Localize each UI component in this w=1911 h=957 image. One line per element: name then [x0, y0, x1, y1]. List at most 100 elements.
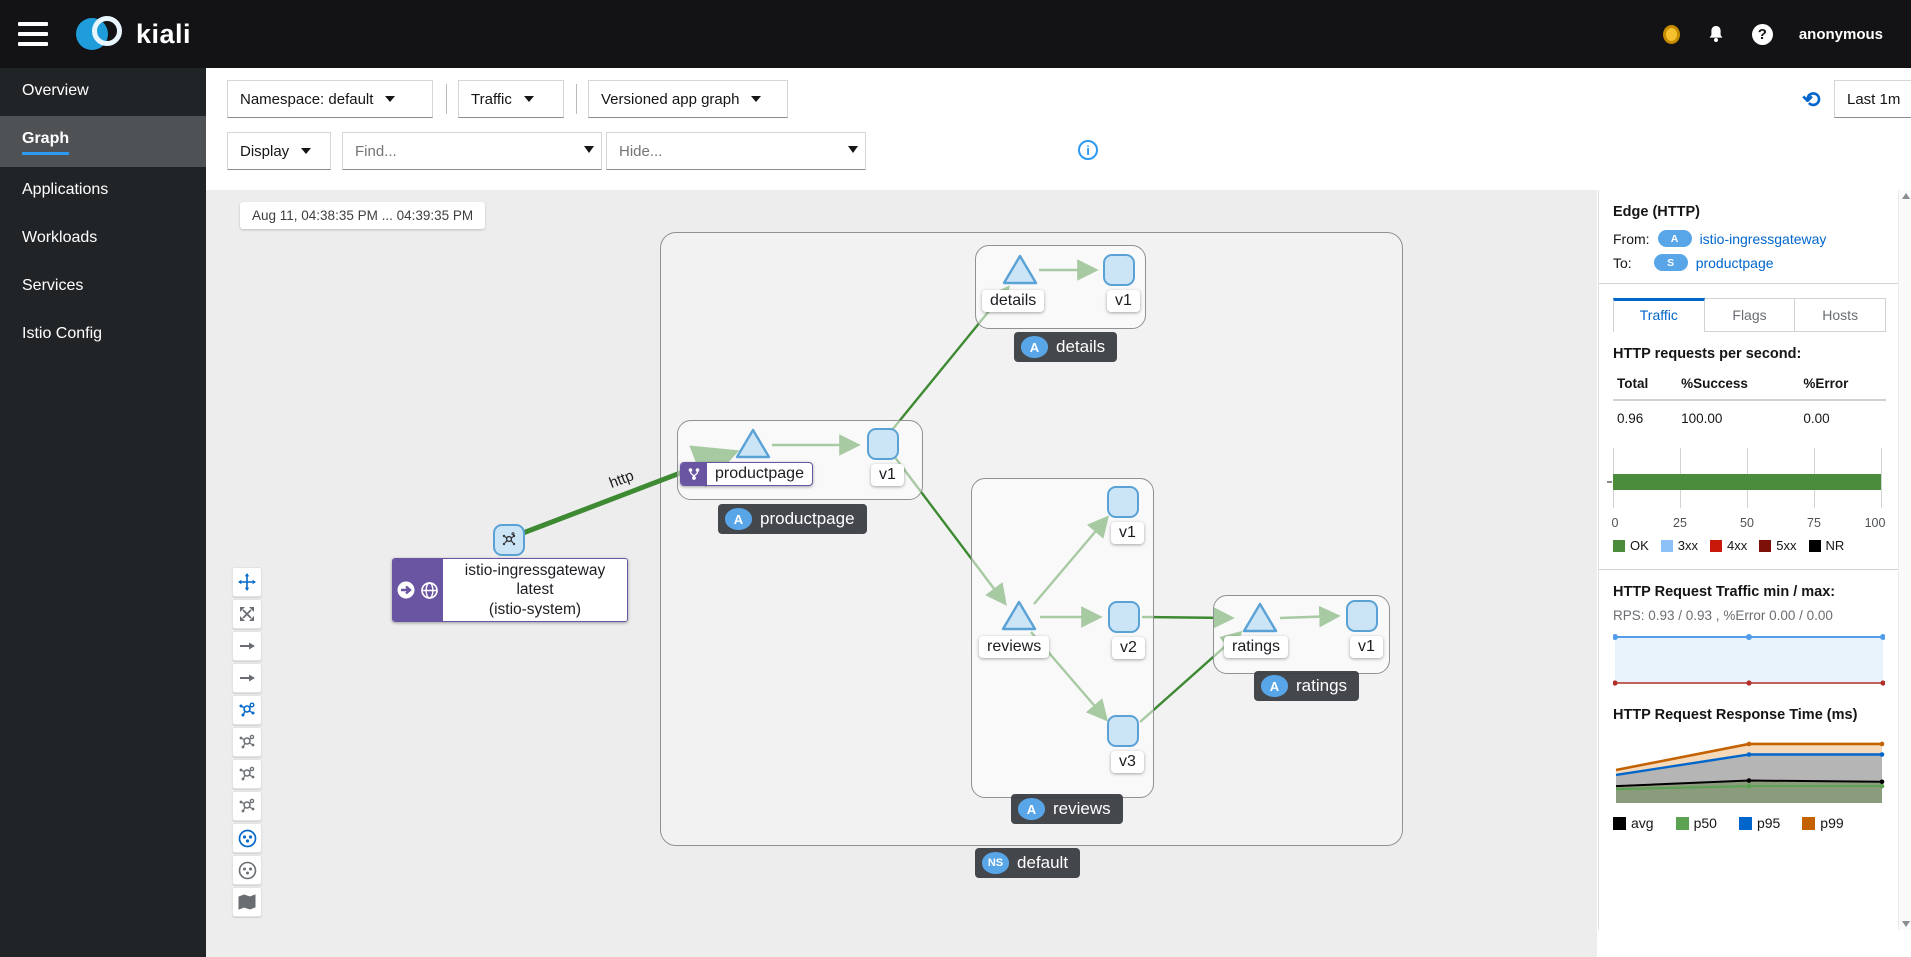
layout-grid-button[interactable]	[232, 727, 262, 757]
brand-name: kiali	[136, 18, 192, 49]
node-productpage-app[interactable]	[733, 426, 773, 462]
root-node-icon	[397, 581, 415, 599]
traffic-dropdown[interactable]: Traffic	[458, 80, 564, 118]
duration-dropdown[interactable]: Last 1m	[1834, 80, 1911, 118]
badge-reviews[interactable]: A reviews	[1011, 794, 1123, 824]
scroll-down-icon[interactable]	[1902, 921, 1910, 927]
chevron-down-icon	[385, 96, 396, 102]
sidebar-item-applications[interactable]: Applications	[22, 181, 109, 198]
app-badge-icon: A	[1657, 230, 1692, 247]
namespace-layout-a-button[interactable]	[232, 823, 262, 853]
label-istio-ingressgateway[interactable]: istio-ingressgateway latest (istio-syste…	[392, 558, 628, 622]
namespace-dropdown[interactable]: Namespace: default	[227, 80, 433, 118]
layout-concentric-button[interactable]	[232, 759, 262, 789]
zoom-fit-button[interactable]	[232, 599, 262, 629]
panel-title: Edge (HTTP)	[1613, 204, 1700, 220]
node-details-app[interactable]	[1000, 252, 1040, 288]
node-reviews-v3[interactable]	[1107, 715, 1139, 747]
node-productpage-v1[interactable]	[867, 428, 899, 460]
kiali-brand[interactable]: kiali	[76, 14, 191, 54]
label-reviews: reviews	[979, 636, 1050, 658]
rps-bar-chart: 0 25 50 75 100	[1607, 442, 1885, 534]
hamburger-menu-icon[interactable]	[18, 22, 48, 46]
table-row: 0.96 100.00 0.00	[1617, 411, 1830, 426]
graph-mini-toolbar	[232, 567, 262, 917]
namespace-layout-b-button[interactable]	[232, 855, 262, 885]
panel-tabs: Traffic Flags Hosts	[1613, 298, 1887, 332]
scroll-up-icon[interactable]	[1902, 193, 1910, 199]
response-time-chart	[1615, 741, 1885, 803]
from-label: From:	[1613, 230, 1650, 247]
node-ratings-app[interactable]	[1240, 600, 1280, 636]
tab-traffic[interactable]: Traffic	[1613, 298, 1705, 332]
badge-ratings[interactable]: A ratings	[1254, 671, 1360, 701]
sidebar-item-istio-config[interactable]: Istio Config	[22, 325, 103, 342]
virtual-service-icon	[681, 463, 707, 485]
node-reviews-v1[interactable]	[1107, 486, 1139, 518]
minimap-button[interactable]	[232, 887, 262, 917]
to-link[interactable]: productpage	[1695, 254, 1774, 271]
layout-forward-button[interactable]	[232, 631, 262, 661]
node-reviews-app[interactable]	[999, 598, 1039, 634]
label-reviews-v3: v3	[1111, 751, 1144, 773]
traffic-minmax-chart	[1613, 634, 1885, 686]
replay-history-icon[interactable]: ⟲	[1802, 87, 1821, 112]
label-details-v1: v1	[1107, 290, 1140, 312]
notifications-bell-icon[interactable]	[1706, 24, 1726, 44]
traffic-minmax-subtitle: RPS: 0.93 / 0.93 , %Error 0.00 / 0.00	[1613, 608, 1833, 623]
badge-details[interactable]: A details	[1014, 332, 1118, 362]
tab-flags[interactable]: Flags	[1704, 298, 1796, 332]
traffic-minmax-title: HTTP Request Traffic min / max:	[1613, 584, 1836, 600]
layout-dagre-button[interactable]	[232, 695, 262, 725]
requests-table: Total %Success %Error 0.96 100.00 0.00	[1613, 370, 1886, 436]
response-time-title: HTTP Request Response Time (ms)	[1613, 707, 1858, 723]
graph-type-dropdown[interactable]: Versioned app graph	[588, 80, 788, 118]
workload-icon	[502, 532, 516, 546]
label-details: details	[982, 290, 1045, 312]
graph-toolbars: Namespace: default Traffic Versioned app…	[206, 68, 1911, 190]
find-input[interactable]	[342, 132, 602, 170]
layout-forward-alt-button[interactable]	[232, 663, 262, 693]
namespace-badge-icon: NS	[982, 852, 1009, 874]
app-badge-icon: A	[1018, 798, 1045, 820]
panel-scrollbar[interactable]	[1898, 190, 1911, 930]
app-badge-icon: A	[1261, 675, 1288, 697]
graph-timestamp: Aug 11, 04:38:35 PM ... 04:39:35 PM	[240, 202, 486, 229]
node-details-v1[interactable]	[1103, 254, 1135, 286]
sidebar-nav: Overview Graph Applications Workloads Se…	[0, 68, 206, 957]
chevron-down-icon	[751, 96, 762, 102]
sidebar-item-services[interactable]: Services	[22, 277, 84, 294]
from-link[interactable]: istio-ingressgateway	[1699, 230, 1827, 247]
sidebar-item-graph[interactable]: Graph	[0, 116, 206, 167]
rps-legend: OK 3xx 4xx 5xx NR	[1613, 538, 1886, 553]
to-label: To:	[1613, 254, 1632, 271]
graph-canvas[interactable]: Aug 11, 04:38:35 PM ... 04:39:35 PM http…	[206, 190, 1597, 957]
gateway-globe-icon	[421, 581, 438, 599]
tab-hosts[interactable]: Hosts	[1795, 298, 1887, 332]
badge-productpage[interactable]: A productpage	[718, 504, 867, 534]
help-icon[interactable]: ?	[1751, 23, 1773, 45]
mesh-status-icon[interactable]	[1662, 24, 1680, 44]
divider	[1599, 283, 1898, 284]
find-hide-info-icon[interactable]: i	[1078, 140, 1098, 160]
label-productpage: productpage	[680, 462, 813, 486]
pan-mode-button[interactable]	[232, 567, 262, 597]
node-istio-ingressgateway[interactable]	[493, 524, 525, 556]
find-options-chevron-icon[interactable]	[584, 146, 594, 153]
display-dropdown[interactable]: Display	[227, 132, 331, 170]
node-reviews-v2[interactable]	[1108, 601, 1140, 633]
label-reviews-v1: v1	[1111, 522, 1144, 544]
badge-namespace-default[interactable]: NS default	[975, 848, 1081, 878]
hide-options-chevron-icon[interactable]	[848, 146, 858, 153]
sidebar-item-workloads[interactable]: Workloads	[22, 229, 98, 246]
label-reviews-v2: v2	[1112, 637, 1145, 659]
node-ratings-v1[interactable]	[1346, 600, 1378, 632]
user-menu[interactable]: anonymous	[1798, 25, 1883, 43]
top-navbar: kiali ? anonymous	[0, 0, 1911, 68]
response-time-legend: avg p50 p95 p99	[1613, 815, 1886, 831]
sidebar-item-overview[interactable]: Overview	[22, 82, 89, 99]
layout-breadthfirst-button[interactable]	[232, 791, 262, 821]
hide-input[interactable]	[606, 132, 866, 170]
chevron-down-icon	[523, 96, 534, 102]
ok-bar	[1613, 474, 1881, 490]
